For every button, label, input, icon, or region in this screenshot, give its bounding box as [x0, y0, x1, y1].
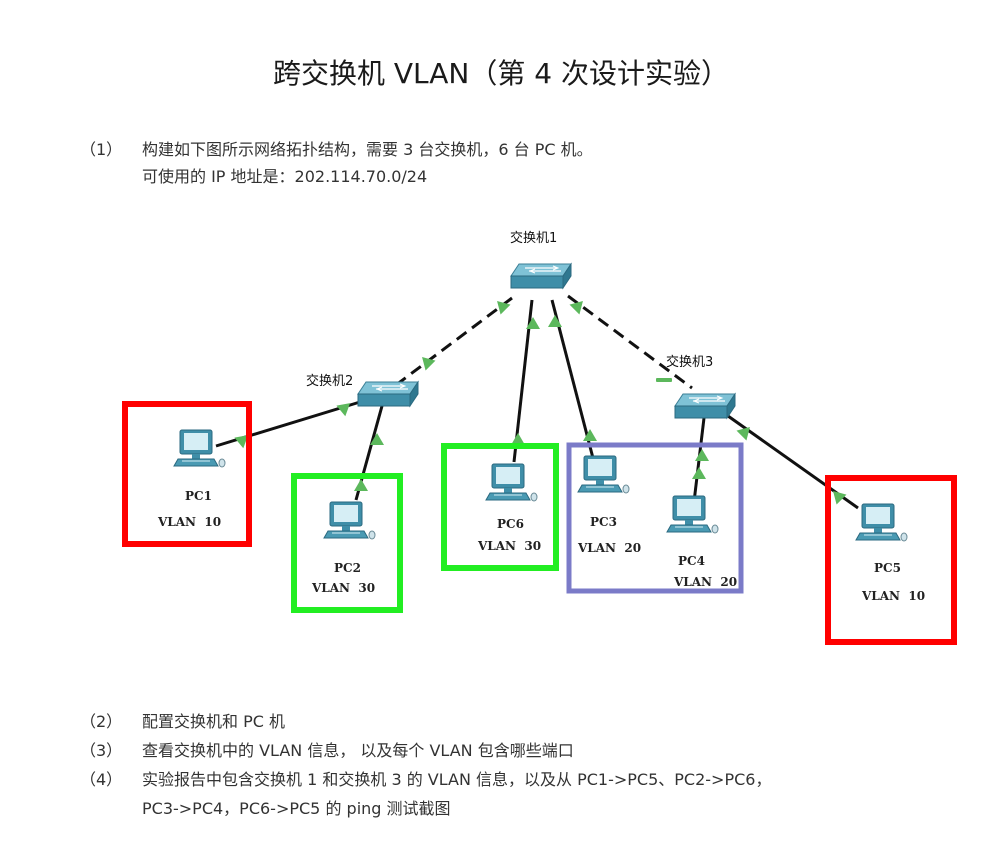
vlan20-box-pc3-pc4	[566, 442, 744, 594]
pc3-name: PC3	[590, 515, 617, 529]
pc3-icon	[577, 455, 630, 494]
pc4-name: PC4	[678, 554, 705, 568]
step-number: （1）	[80, 140, 123, 159]
vlan10-box-pc1	[122, 401, 252, 547]
pc2-vlan: VLAN 30	[311, 581, 375, 595]
pc2-icon	[323, 501, 376, 540]
pc6-icon	[485, 463, 538, 502]
pc3-vlan: VLAN 20	[577, 541, 641, 555]
pc4-vlan: VLAN 20	[673, 575, 737, 589]
pc1-name: PC1	[185, 489, 212, 503]
step-text: 查看交换机中的 VLAN 信息， 以及每个 VLAN 包含哪些端口	[142, 741, 574, 760]
switch-1-label: 交换机1	[510, 230, 557, 246]
step-number: （4）	[80, 770, 123, 789]
pc5-vlan: VLAN 10	[861, 589, 925, 603]
step-number: （3）	[80, 741, 123, 760]
pc2-name: PC2	[334, 561, 361, 575]
link-sw1-sw2	[391, 296, 513, 390]
pc4-icon	[666, 495, 719, 534]
step-number: （2）	[80, 712, 123, 731]
vlan30-box-pc2	[291, 473, 403, 613]
pc5-icon	[855, 503, 908, 542]
step-text: 配置交换机和 PC 机	[142, 712, 285, 731]
switch-1	[510, 263, 572, 289]
switch-2	[357, 381, 419, 407]
pc1-icon	[173, 429, 226, 468]
network-topology-diagram: 交换机1 交换机2 交换机3 PC1 VLAN 10 PC2 VLAN 30 P…	[122, 230, 957, 645]
switch-2-label: 交换机2	[306, 373, 353, 389]
switch-3	[674, 393, 736, 419]
pc1-vlan: VLAN 10	[157, 515, 221, 529]
vlan30-box-pc6	[441, 443, 559, 571]
port-indicators	[232, 296, 847, 505]
step-text: PC3->PC4，PC6->PC5 的 ping 测试截图	[142, 799, 451, 818]
step-text: 可使用的 IP 地址是：202.114.70.0/24	[142, 167, 428, 186]
step-text: 构建如下图所示网络拓扑结构，需要 3 台交换机，6 台 PC 机。	[142, 140, 593, 159]
link-sw1-sw3	[567, 294, 693, 390]
vlan10-box-pc5	[825, 475, 957, 645]
step-text: 实验报告中包含交换机 1 和交换机 3 的 VLAN 信息，以及从 PC1->P…	[142, 770, 772, 789]
trunk-links	[391, 294, 693, 390]
page-title: 跨交换机 VLAN（第 4 次设计实验）	[272, 57, 729, 90]
pc5-name: PC5	[874, 561, 901, 575]
pc6-name: PC6	[497, 517, 524, 531]
pc6-vlan: VLAN 30	[477, 539, 541, 553]
switch-3-label: 交换机3	[666, 354, 713, 370]
